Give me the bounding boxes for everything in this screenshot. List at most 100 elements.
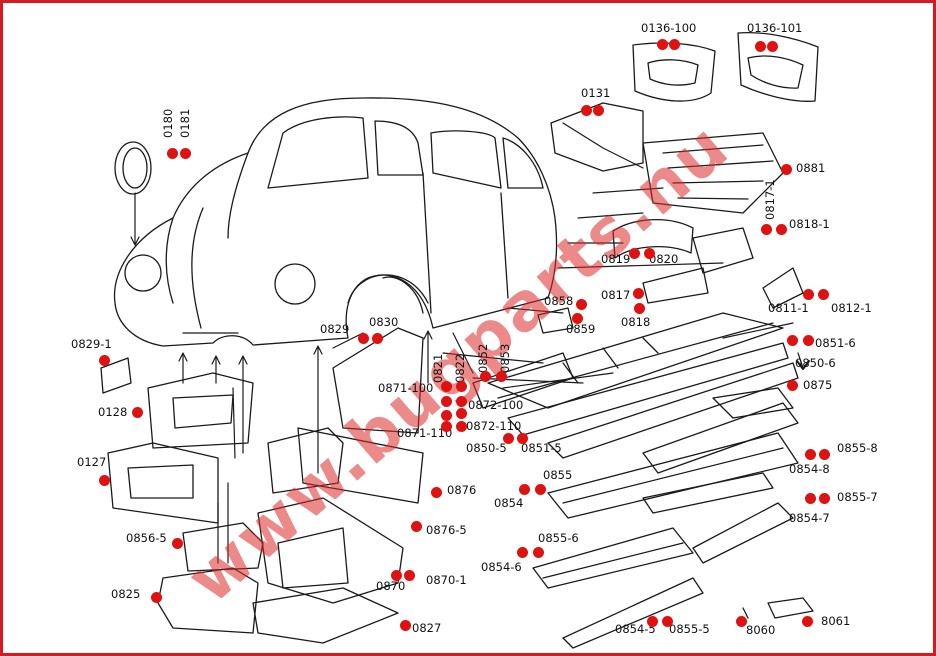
part-marker-dot — [533, 547, 544, 558]
part-label-0128: 0128 — [98, 405, 128, 419]
part-marker-dot — [755, 41, 766, 52]
part-label-0812-1: 0812-1 — [831, 301, 872, 315]
part-marker-dot — [802, 616, 813, 627]
part-marker-dot — [404, 570, 415, 581]
part-marker-dot — [776, 224, 787, 235]
part-label-0136-101: 0136-101 — [747, 21, 803, 35]
part-label-0856-5: 0856-5 — [126, 531, 167, 545]
part-label-0851-6: 0851-6 — [815, 336, 856, 350]
part-marker-dot — [441, 421, 452, 432]
part-marker-dot — [736, 616, 747, 627]
part-label-0820: 0820 — [649, 252, 679, 266]
part-marker-dot — [576, 299, 587, 310]
part-label-0881: 0881 — [796, 161, 826, 175]
part-label-0855-7: 0855-7 — [837, 490, 878, 504]
car-body-outline — [113, 97, 558, 347]
part-label-0854-7: 0854-7 — [789, 511, 830, 525]
part-label-0817-1: 0817-1 — [763, 179, 777, 220]
part-marker-dot — [456, 381, 467, 392]
part-marker-dot — [480, 371, 491, 382]
part-marker-dot — [669, 39, 680, 50]
part-label-0872-110: 0872-110 — [466, 419, 522, 433]
part-label-0819: 0819 — [601, 252, 631, 266]
part-marker-dot — [662, 616, 673, 627]
part-label-0818-1: 0818-1 — [789, 217, 830, 231]
part-marker-dot — [819, 449, 830, 460]
part-label-0827: 0827 — [412, 621, 442, 635]
part-marker-dot — [787, 335, 798, 346]
part-label-0127: 0127 — [77, 455, 107, 469]
part-label-0818: 0818 — [621, 315, 651, 329]
part-marker-dot — [644, 248, 655, 259]
part-label-0854-8: 0854-8 — [789, 462, 830, 476]
part-label-0875: 0875 — [803, 378, 833, 392]
part-label-0859: 0859 — [566, 322, 596, 336]
part-marker-dot — [657, 39, 668, 50]
part-label-0855-5: 0855-5 — [669, 622, 710, 636]
part-label-0876-5: 0876-5 — [426, 523, 467, 537]
part-marker-dot — [456, 408, 467, 419]
part-label-0131: 0131 — [581, 86, 611, 100]
part-marker-dot — [132, 407, 143, 418]
part-marker-dot — [805, 493, 816, 504]
part-marker-dot — [819, 493, 830, 504]
part-marker-dot — [633, 288, 644, 299]
part-marker-dot — [151, 592, 162, 603]
part-marker-dot — [517, 433, 528, 444]
part-marker-dot — [517, 547, 528, 558]
part-marker-dot — [761, 224, 772, 235]
part-label-8060: 8060 — [746, 623, 776, 637]
part-label-0850-5: 0850-5 — [466, 441, 507, 455]
part-marker-dot — [411, 521, 422, 532]
part-marker-dot — [180, 148, 191, 159]
part-marker-dot — [803, 289, 814, 300]
part-marker-dot — [503, 433, 514, 444]
part-marker-dot — [456, 421, 467, 432]
part-label-0822: 0822 — [453, 353, 467, 383]
part-marker-dot — [803, 335, 814, 346]
part-marker-dot — [456, 396, 467, 407]
part-marker-dot — [519, 484, 530, 495]
part-label-0825: 0825 — [111, 587, 141, 601]
part-label-0817: 0817 — [601, 288, 631, 302]
part-label-0871-100: 0871-100 — [378, 381, 434, 395]
part-label-0870: 0870 — [376, 579, 406, 593]
part-marker-dot — [431, 487, 442, 498]
part-label-0871-110: 0871-110 — [397, 426, 453, 440]
part-label-0855-6: 0855-6 — [538, 531, 579, 545]
part-marker-dot — [496, 371, 507, 382]
part-marker-dot — [167, 148, 178, 159]
part-label-0853: 0853 — [498, 343, 512, 373]
part-label-0851-5: 0851-5 — [521, 441, 562, 455]
part-marker-dot — [441, 410, 452, 421]
part-label-0876: 0876 — [447, 483, 477, 497]
part-marker-dot — [581, 105, 592, 116]
part-label-0855: 0855 — [543, 468, 573, 482]
part-label-0829-1: 0829-1 — [71, 337, 112, 351]
part-marker-dot — [629, 248, 640, 259]
chassis-frame — [487, 312, 799, 459]
part-marker-dot — [99, 475, 110, 486]
part-marker-dot — [358, 333, 369, 344]
part-marker-dot — [372, 333, 383, 344]
floor-pans — [532, 387, 799, 649]
part-marker-dot — [787, 380, 798, 391]
part-label-0855-8: 0855-8 — [837, 441, 878, 455]
part-marker-dot — [634, 303, 645, 314]
part-label-0854-5: 0854-5 — [615, 622, 656, 636]
part-marker-dot — [441, 396, 452, 407]
headlight-ring — [114, 141, 152, 195]
part-label-0136-100: 0136-100 — [641, 21, 697, 35]
part-label-0872-100: 0872-100 — [468, 398, 524, 412]
part-marker-dot — [572, 313, 583, 324]
part-marker-dot — [400, 620, 411, 631]
part-label-0181: 0181 — [178, 108, 192, 138]
part-label-0858: 0858 — [544, 294, 574, 308]
leader-arrows — [130, 122, 810, 564]
part-marker-dot — [535, 484, 546, 495]
part-marker-dot — [767, 41, 778, 52]
part-label-0180: 0180 — [161, 108, 175, 138]
beetle-body-illustration — [100, 31, 819, 649]
part-label-0829: 0829 — [320, 322, 350, 336]
